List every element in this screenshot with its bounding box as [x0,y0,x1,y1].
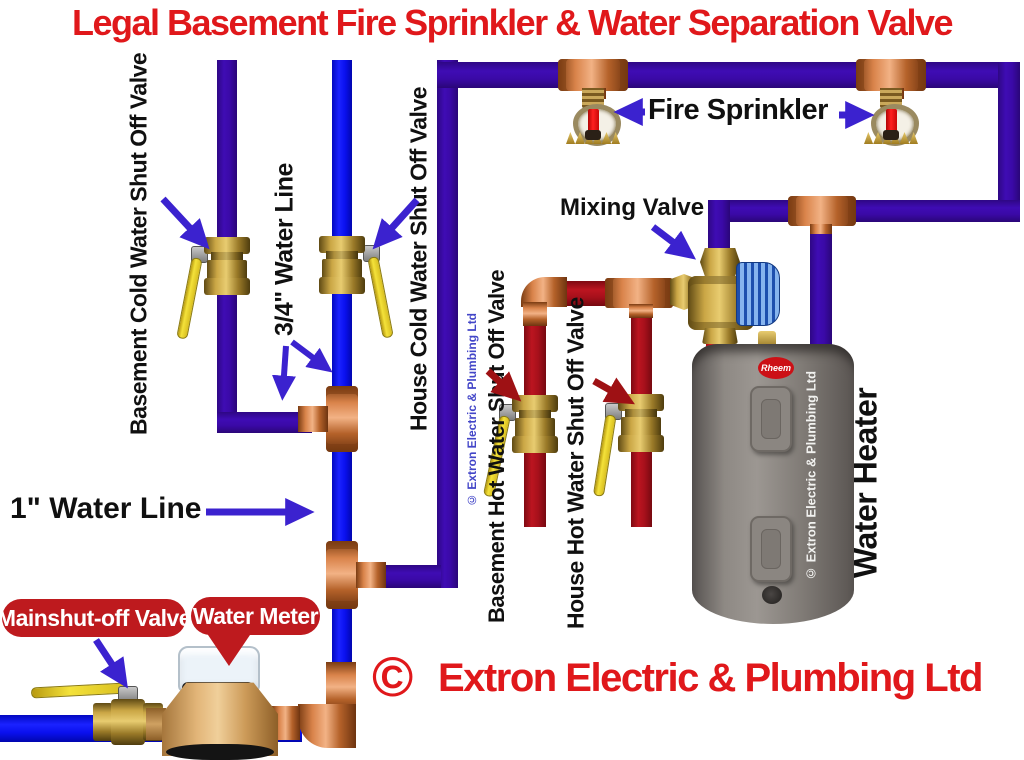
arrow-main-shutoff [93,638,128,689]
meter-body [162,682,278,756]
page-title: Legal Basement Fire Sprinkler & Water Se… [71,2,954,43]
fitting-tee-fire-branch [326,541,358,609]
sprinkler-hub [883,130,899,140]
meter-base [166,744,274,760]
heater-anode-fitting [758,331,776,347]
valve-neck [326,251,358,261]
valve-handle [367,256,394,339]
valve-house-hot [592,394,664,497]
pipe-fire-top-run [437,62,1020,88]
heater-panel-upper [750,386,792,452]
valve-neck [519,410,551,420]
pipe-fire-right-drop [998,62,1020,222]
pipe-fire-riser-elbow-run [383,565,441,588]
label-fire-sprinkler: Fire Sprinkler [648,94,828,126]
pipe-house-cold-riser [332,60,352,680]
fire-sprinkler-1 [565,88,621,146]
callout-water-meter: Water Meter [191,597,320,635]
pipe-heater-cold-drop [810,222,832,348]
fitting-tee-heater-supply [788,196,856,226]
valve-bottom-coupling [512,436,558,453]
mixing-valve-top-nut [700,248,740,276]
mixing-valve-knob [736,262,780,326]
fitting-tee-basement-branch [326,386,358,452]
pipe-cold-supply-run [708,200,1020,222]
fitting-elbow-hot-drop [523,302,547,326]
mixing-valve-bottom-nut [702,328,738,344]
valve-top-coupling [319,236,365,253]
label-house-cold-valve: House Cold Water Shut Off Valve [405,86,432,431]
label-water-heater: Water Heater [847,387,884,579]
fitting-tee-heater-supply-stub [810,224,832,234]
valve-handle [30,682,128,699]
valve-basement-hot [482,395,558,498]
valve-handle [592,414,617,497]
valve-bottom-coupling [319,277,365,294]
arrow-basement-cold [160,196,210,250]
fire-sprinkler-2 [863,88,919,146]
sprinkler-nipple [582,88,604,108]
valve-left-coupling [93,703,113,741]
heater-brand-logo: Rheem [758,357,794,379]
valve-body [111,699,145,745]
valve-handle [176,257,203,340]
valve-neck [211,252,243,262]
sprinkler-nipple [880,88,902,108]
pipe-mixing-valve-cold-drop [708,200,730,256]
valve-body [515,418,555,438]
valve-neck [625,409,657,419]
heater-watermark: © Extron Electric & Plumbing Ltd [803,370,819,582]
heater-panel-lower-inner [761,529,781,569]
valve-bottom-coupling [618,435,664,452]
sprinkler-bulb [588,109,599,132]
fitting-tee-house-hot [605,278,673,308]
fitting-tee-house-hot-stub [629,304,653,318]
valve-house-cold [319,236,394,339]
callout-water-meter-tail [206,632,252,666]
water-heater: Rheem © Extron Electric & Plumbing Ltd [692,344,854,624]
valve-top-coupling [204,237,250,254]
valve-top-coupling [512,395,558,412]
label-mixing-valve: Mixing Valve [560,194,705,221]
valve-bottom-coupling [204,278,250,295]
label-one-inch-line: 1" Water Line [10,492,202,525]
fitting-tee-sprinkler-1 [558,59,628,91]
label-basement-cold-valve: Basement Cold Water Shut Off Valve [125,52,152,436]
sprinkler-bulb [886,109,897,132]
fitting-tee-sprinkler-2 [856,59,926,91]
meter-left-port [146,708,166,740]
fitting-tee-basement-branch-stub [298,406,328,432]
callout-main-shutoff: Mainshut-off Valve [0,599,192,637]
heater-panel-upper-inner [761,399,781,439]
arrow-three-quarter-right [290,339,333,373]
water-meter [146,644,300,760]
pipe-basement-cold-elbow-run [217,412,312,433]
valve-basement-cold [176,237,250,340]
valve-body [207,260,247,280]
valve-body [322,259,362,279]
sprinkler-hub [585,130,601,140]
footer-copyright-symbol: © [372,645,414,708]
heater-panel-lower [750,516,792,582]
fitting-tee-fire-branch-stub [356,562,386,588]
valve-body [621,417,661,437]
label-three-quarter-line: 3/4" Water Line [270,163,299,337]
fitting-elbow-main-corner [298,704,356,748]
arrow-three-quarter-left [272,345,296,401]
mixing-valve [670,246,784,350]
label-house-hot-valve: House Hot Water Shut Off Valve [562,297,589,629]
pipe-fire-sprinkler-riser [437,60,458,588]
pipe-watermark: © Extron Electric & Plumbing Ltd [465,312,479,508]
footer-company-name: Extron Electric & Plumbing Ltd [438,656,983,700]
heater-drain-valve [762,586,782,604]
